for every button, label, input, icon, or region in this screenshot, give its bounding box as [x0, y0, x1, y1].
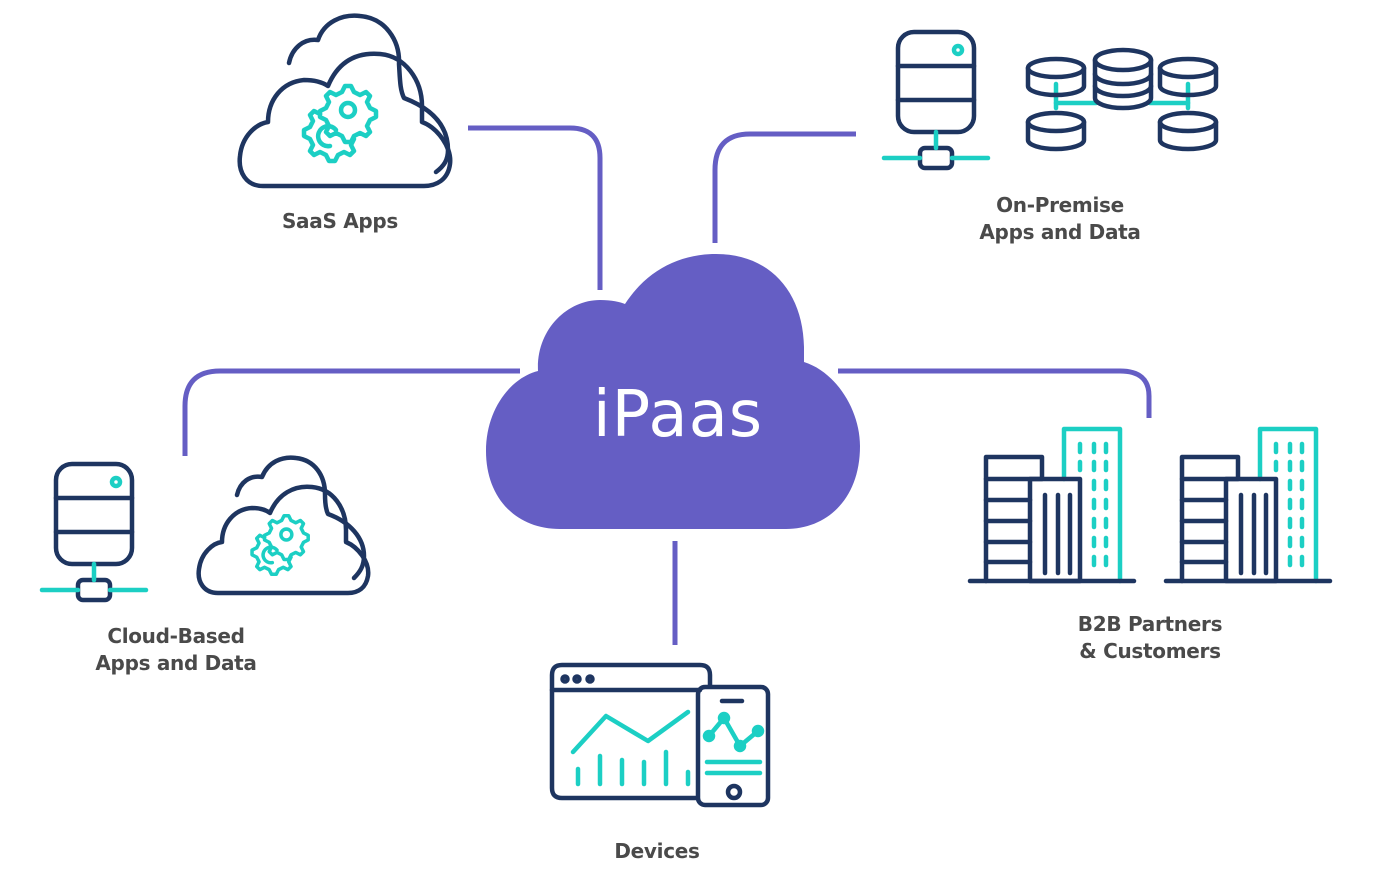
label-cloud-based: Cloud-Based Apps and Data: [66, 623, 286, 677]
connector-on-premise: [712, 131, 856, 243]
b2b-building-icon-1: [970, 429, 1134, 581]
ipaas-cloud-icon: [486, 254, 860, 529]
label-line: Apps and Data: [95, 651, 257, 675]
devices-browser-chart-icon: [549, 662, 713, 801]
label-line: SaaS Apps: [281, 209, 399, 233]
label-saas-apps: SaaS Apps: [240, 208, 440, 235]
connector-cloud-based: [182, 368, 520, 456]
connector-saas: [468, 125, 603, 290]
label-b2b-partners: B2B Partners & Customers: [1040, 611, 1260, 665]
cloud-based-cloud-gears-icon: [196, 455, 371, 596]
label-line: On-Premise: [996, 193, 1124, 217]
label-line: Cloud-Based: [107, 624, 245, 648]
label-devices: Devices: [557, 838, 757, 865]
label-line: B2B Partners: [1077, 612, 1223, 636]
b2b-building-icon-2: [1166, 429, 1330, 581]
label-line: Apps and Data: [979, 220, 1141, 244]
on-premise-server-icon: [884, 32, 988, 168]
devices-phone-chart-icon: [695, 684, 771, 808]
label-on-premise: On-Premise Apps and Data: [950, 192, 1170, 246]
on-premise-database-network-icon: [1028, 47, 1216, 149]
cloud-based-server-icon: [42, 464, 146, 600]
connector-b2b: [838, 368, 1152, 418]
saas-cloud-gears-icon: [237, 13, 453, 189]
label-line: & Customers: [1079, 639, 1221, 663]
ipaas-hub-label: iPaas: [592, 378, 764, 452]
label-line: Devices: [614, 839, 700, 863]
